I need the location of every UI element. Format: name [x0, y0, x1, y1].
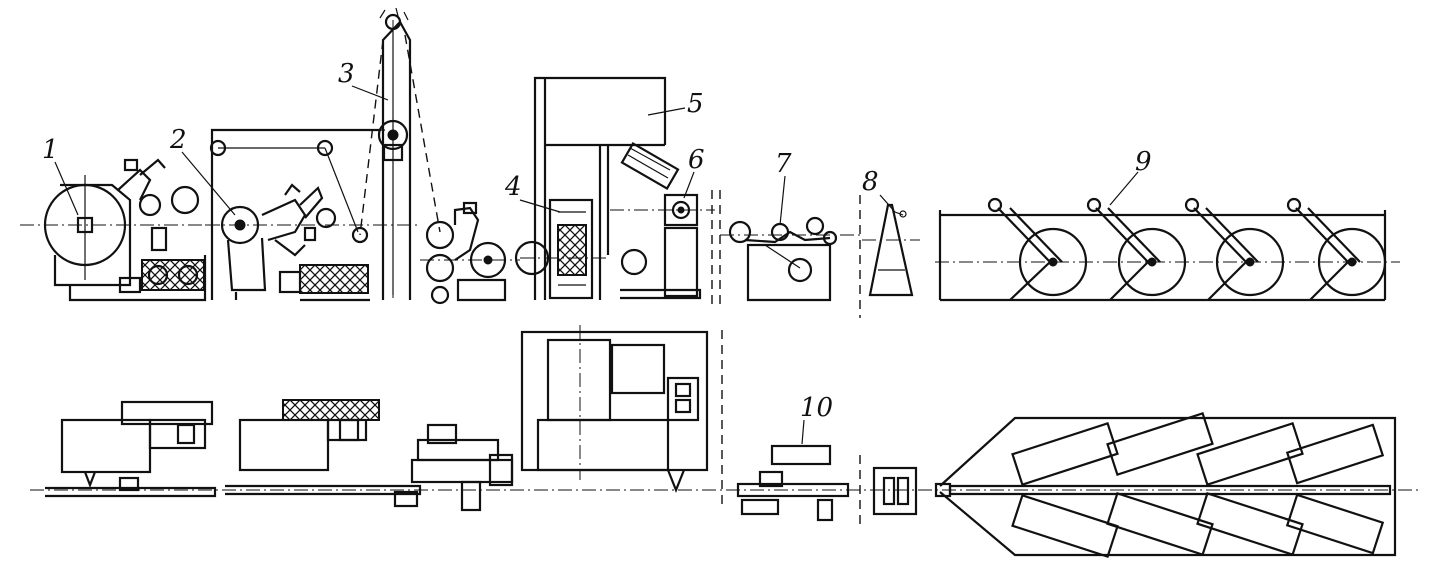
- callout-label-9: 9: [1135, 147, 1152, 177]
- rewind-cartridge-upper: [1011, 411, 1385, 487]
- callout-labels: 1 2 3 4 5 6 7 8 9: [42, 59, 1152, 226]
- callout-label-5: 5: [687, 89, 704, 119]
- rewind-cartridge-lower: [1011, 491, 1385, 559]
- unit-3-drying-tower: [359, 7, 441, 300]
- unit-8-a-frame-guide: [862, 194, 920, 297]
- callout-label-2: 2: [169, 125, 187, 155]
- callout-label-8: 8: [862, 167, 879, 197]
- side-elevation-view: 1 2 3 4 5 6 7 8 9: [20, 7, 1400, 318]
- unit-1-unwind-stand: [20, 158, 220, 302]
- plan-unit-4: [520, 325, 709, 493]
- plan-unit-10: 10: [736, 393, 850, 522]
- callout-label-7: 7: [775, 149, 792, 179]
- callout-label-10: 10: [800, 393, 833, 423]
- unit-9-rewind-stands: [935, 197, 1400, 302]
- plan-unit-9-rewind-bay: [934, 411, 1397, 559]
- plan-press: [410, 423, 514, 512]
- plan-unit-2: [225, 399, 422, 508]
- press-rollers: [420, 201, 520, 305]
- unit-4-winder: [514, 76, 667, 300]
- unit-5-loader: [610, 141, 715, 300]
- plan-view: 10: [30, 325, 1420, 559]
- callout-label-4: 4: [504, 172, 522, 202]
- plan-unit-1: [45, 400, 217, 498]
- callout-label-1: 1: [42, 135, 59, 165]
- callout-label-6: 6: [688, 145, 705, 175]
- unit-7-tension-unit: [720, 216, 860, 302]
- plan-unit-8: [872, 466, 918, 516]
- callout-label-3: 3: [338, 59, 355, 89]
- unit-2-coating-section: [205, 128, 420, 302]
